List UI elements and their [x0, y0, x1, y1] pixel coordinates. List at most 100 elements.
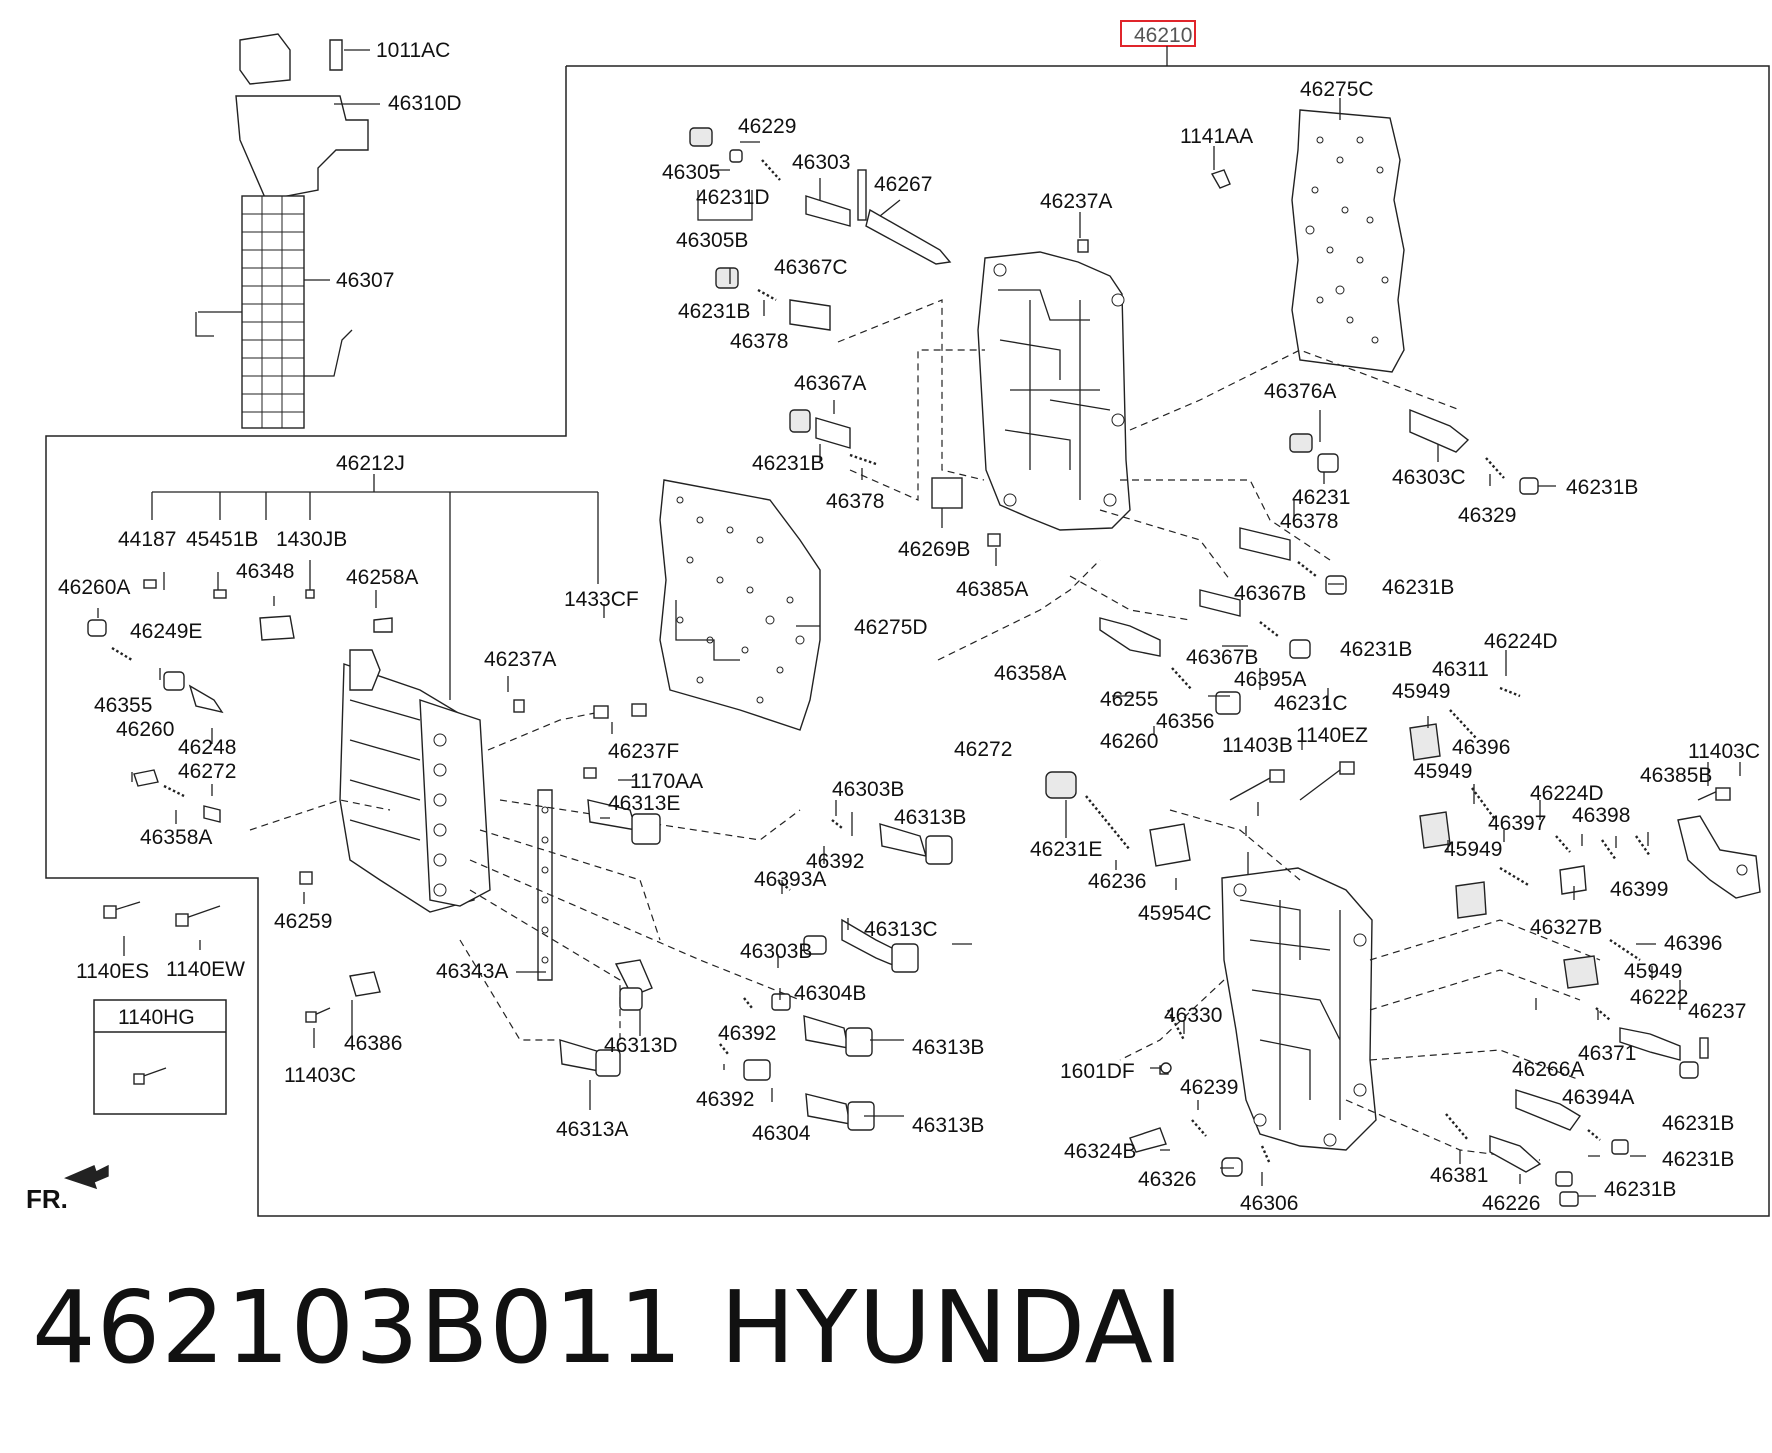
label-46267: 46267 — [874, 173, 932, 196]
label-1601DF: 1601DF — [1060, 1060, 1135, 1083]
label-fr: FR. — [26, 1184, 68, 1214]
label-46231B-4: 46231B — [1382, 576, 1454, 599]
label-46313B-1: 46313B — [894, 806, 966, 829]
label-46392-3: 46392 — [696, 1088, 754, 1111]
front-direction-arrow — [64, 1164, 109, 1190]
solenoid-valve-stack — [339, 649, 491, 913]
callout-labels: 46210 1011AC 46310D 46307 46229 46305 46… — [26, 24, 1760, 1215]
label-46392-1: 46392 — [806, 850, 864, 873]
label-46367B-1: 46367B — [1234, 582, 1306, 605]
label-46397: 46397 — [1488, 812, 1546, 835]
label-46237A-mid: 46237A — [484, 648, 556, 671]
label-46226: 46226 — [1482, 1192, 1540, 1215]
label-46259: 46259 — [274, 910, 332, 933]
label-45451B: 45451B — [186, 528, 258, 551]
label-46305B: 46305B — [676, 229, 748, 252]
label-46272-2: 46272 — [954, 738, 1012, 761]
label-46395A: 46395A — [1234, 668, 1306, 691]
label-46231B-3: 46231B — [1566, 476, 1638, 499]
label-46348: 46348 — [236, 560, 294, 583]
label-46222: 46222 — [1630, 986, 1688, 1009]
label-46231: 46231 — [1292, 486, 1350, 509]
label-46237F: 46237F — [608, 740, 679, 763]
label-46231B-2: 46231B — [752, 452, 824, 475]
label-46313E: 46313E — [608, 792, 680, 815]
label-46313D: 46313D — [604, 1034, 678, 1057]
label-46313B-2: 46313B — [912, 1036, 984, 1059]
label-46329: 46329 — [1458, 504, 1516, 527]
label-46326: 46326 — [1138, 1168, 1196, 1191]
label-46275D: 46275D — [854, 616, 928, 639]
label-46381: 46381 — [1430, 1164, 1488, 1187]
label-46303B-1: 46303B — [832, 778, 904, 801]
label-46231C: 46231C — [1274, 692, 1348, 715]
label-45949-2: 45949 — [1414, 760, 1472, 783]
label-46249E: 46249E — [130, 620, 202, 643]
solenoid-bracket-46343A — [537, 789, 553, 981]
label-46311: 46311 — [1432, 658, 1489, 681]
label-1433CF: 1433CF — [564, 588, 639, 611]
assembly-frame — [45, 65, 1770, 1217]
label-46313A: 46313A — [556, 1118, 628, 1141]
label-46231B-1: 46231B — [678, 300, 750, 323]
label-46212J: 46212J — [336, 452, 405, 475]
upper-valve-body — [977, 251, 1131, 531]
label-46303C: 46303C — [1392, 466, 1466, 489]
label-46399: 46399 — [1610, 878, 1668, 901]
label-46272-1: 46272 — [178, 760, 236, 783]
label-46367A: 46367A — [794, 372, 866, 395]
label-46210: 46210 — [1134, 24, 1192, 47]
label-46378-1: 46378 — [730, 330, 788, 353]
label-11403C-1: 11403C — [1688, 740, 1760, 763]
label-45949-4: 45949 — [1624, 960, 1682, 983]
label-46313C: 46313C — [864, 918, 938, 941]
label-1140HG: 1140HG — [118, 1006, 195, 1029]
label-1011AC: 1011AC — [376, 39, 450, 62]
label-46313B-3: 46313B — [912, 1114, 984, 1137]
label-46224D-2: 46224D — [1530, 782, 1604, 805]
label-46305: 46305 — [662, 161, 720, 184]
label-46304: 46304 — [752, 1122, 811, 1145]
label-11403B: 11403B — [1222, 734, 1293, 757]
wiring-harness-46307 — [195, 33, 369, 429]
label-46396-2: 46396 — [1664, 932, 1722, 955]
label-46385A: 46385A — [956, 578, 1028, 601]
label-46367C: 46367C — [774, 256, 848, 279]
label-45949-3: 45949 — [1444, 838, 1502, 861]
label-46260A: 46260A — [58, 576, 130, 599]
label-46306: 46306 — [1240, 1192, 1298, 1215]
label-46358A-1: 46358A — [140, 826, 212, 849]
label-46398: 46398 — [1572, 804, 1630, 827]
label-46304B: 46304B — [794, 982, 866, 1005]
label-11403C-2: 11403C — [284, 1064, 356, 1087]
label-46224D-1: 46224D — [1484, 630, 1558, 653]
label-46356: 46356 — [1156, 710, 1214, 733]
label-46236: 46236 — [1088, 870, 1146, 893]
label-46358A-2: 46358A — [994, 662, 1066, 685]
label-46396-1: 46396 — [1452, 736, 1510, 759]
brand-caption: HYUNDAI — [720, 1269, 1185, 1386]
label-46376A: 46376A — [1264, 380, 1336, 403]
label-1140EW: 1140EW — [166, 958, 245, 981]
lower-valve-body — [1221, 867, 1377, 1151]
label-1430JB: 1430JB — [276, 528, 347, 551]
label-46231B-7: 46231B — [1662, 1148, 1734, 1171]
label-46258A: 46258A — [346, 566, 418, 589]
label-44187: 44187 — [118, 528, 176, 551]
label-46386: 46386 — [344, 1032, 402, 1055]
label-46385B: 46385B — [1640, 764, 1712, 787]
callout-46212J — [151, 474, 599, 700]
label-46307: 46307 — [336, 269, 394, 292]
label-46269B: 46269B — [898, 538, 970, 561]
explode-lines — [249, 299, 1601, 1161]
label-46248: 46248 — [178, 736, 236, 759]
label-46367B-2: 46367B — [1186, 646, 1258, 669]
label-46260-2: 46260 — [1100, 730, 1158, 753]
label-1141AA: 1141AA — [1180, 125, 1253, 148]
label-46266A: 46266A — [1512, 1058, 1584, 1081]
label-46239: 46239 — [1180, 1076, 1238, 1099]
label-46237A-top: 46237A — [1040, 190, 1112, 213]
label-46229: 46229 — [738, 115, 796, 138]
label-45949-1: 45949 — [1392, 680, 1450, 703]
label-46378-3: 46378 — [1280, 510, 1338, 533]
